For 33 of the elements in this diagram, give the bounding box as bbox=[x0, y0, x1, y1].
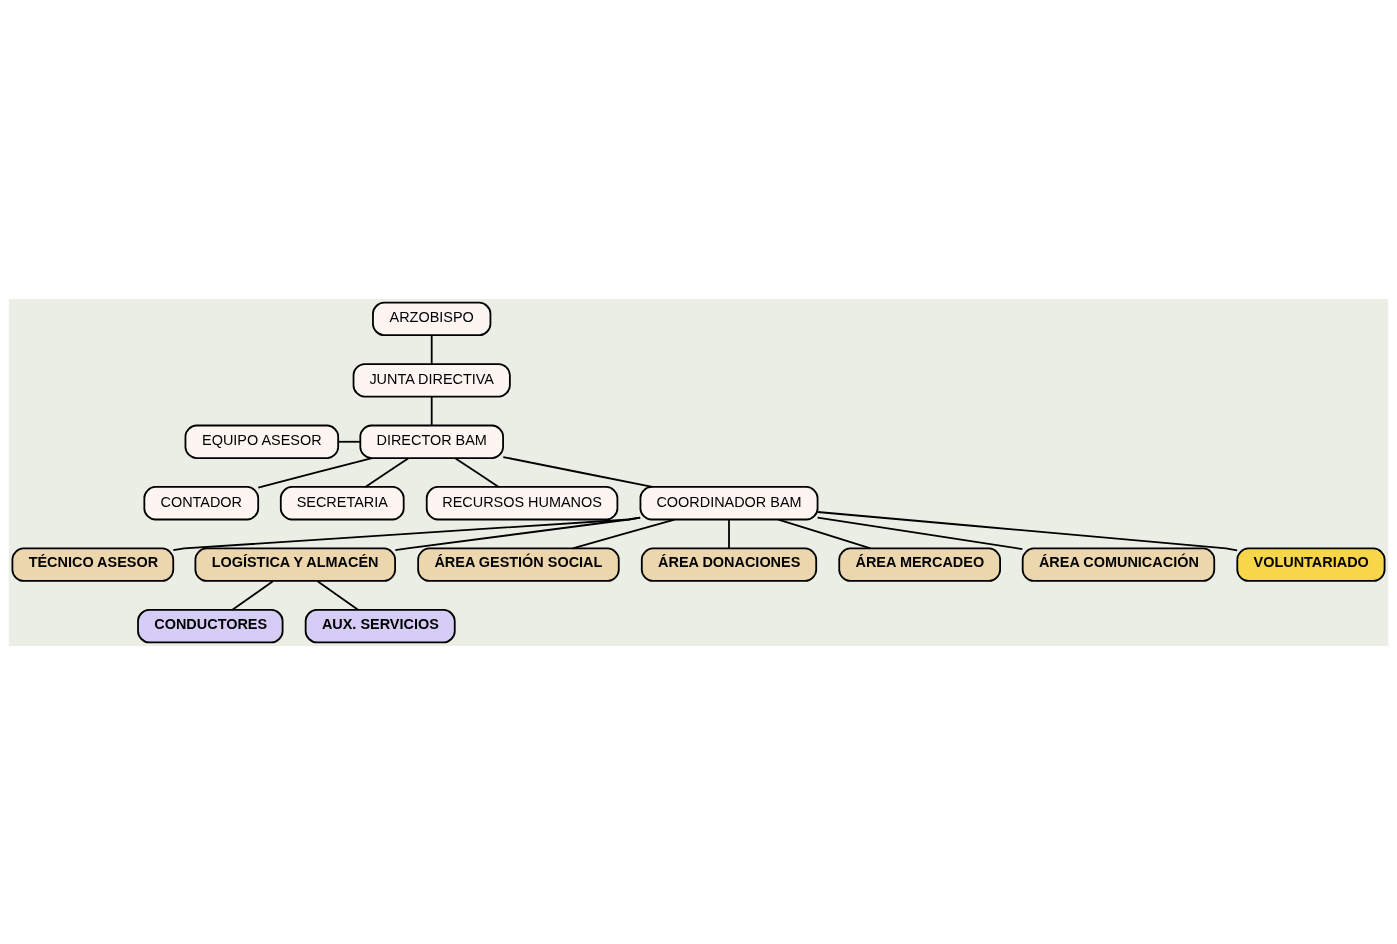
connector bbox=[257, 456, 373, 488]
node-box: JUNTA DIRECTIVA bbox=[352, 362, 511, 397]
node-box: EQUIPO ASESOR bbox=[184, 424, 340, 459]
connector bbox=[816, 510, 1238, 551]
node-box: SECRETARIA bbox=[279, 485, 405, 520]
node-box: VOLUNTARIADO bbox=[1236, 547, 1386, 582]
connector bbox=[502, 455, 654, 488]
connector bbox=[316, 579, 359, 611]
connector bbox=[728, 518, 730, 549]
connector bbox=[430, 395, 433, 426]
node-box: CONDUCTORES bbox=[137, 608, 284, 643]
connector bbox=[231, 579, 274, 611]
node-box: ÁREA DONACIONES bbox=[640, 547, 818, 582]
connector bbox=[172, 516, 642, 551]
connector bbox=[337, 440, 361, 443]
connector bbox=[430, 334, 433, 365]
connector bbox=[571, 518, 676, 549]
connector bbox=[454, 456, 500, 488]
node-box: TÉCNICO ASESOR bbox=[11, 547, 175, 582]
node-box: COORDINADOR BAM bbox=[639, 485, 819, 520]
connector bbox=[394, 516, 642, 551]
connector bbox=[777, 518, 872, 549]
node-box: ARZOBISPO bbox=[372, 301, 492, 336]
node-box: ÁREA MERCADEO bbox=[838, 547, 1001, 582]
node-box: ÁREA GESTIÓN SOCIAL bbox=[417, 547, 620, 582]
node-box: DIRECTOR BAM bbox=[359, 424, 504, 459]
connector bbox=[364, 456, 410, 488]
node-box: AUX. SERVICIOS bbox=[304, 608, 456, 643]
node-box: CONTADOR bbox=[143, 485, 260, 520]
node-box: LOGÍSTICA Y ALMACÉN bbox=[194, 547, 396, 582]
node-box: RECURSOS HUMANOS bbox=[425, 485, 619, 520]
node-box: ÁREA COMUNICACIÓN bbox=[1021, 547, 1216, 582]
connector bbox=[816, 516, 1024, 550]
